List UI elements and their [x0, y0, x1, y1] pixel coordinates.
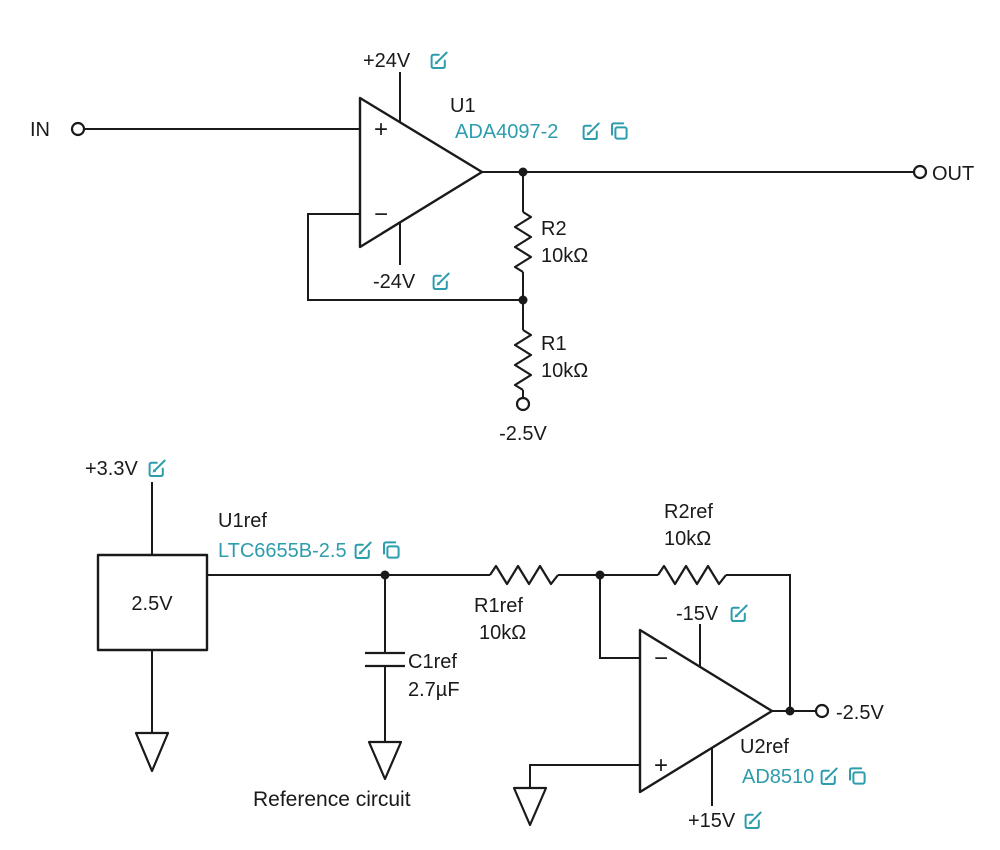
resistor-r1ref — [489, 564, 559, 586]
r2ref-value-label: 10kΩ — [664, 528, 711, 550]
opamp-u1-plus-sign: + — [374, 116, 388, 143]
r1-refdes-label: R1 — [541, 333, 567, 355]
ref-output-label: -2.5V — [836, 702, 884, 724]
edit-icon[interactable] — [730, 604, 748, 622]
u1-part-link[interactable]: ADA4097-2 — [455, 121, 558, 143]
main-amplifier-circuit: + − +24V -24V U1 ADA4097-2 IN OUT R2 10k… — [30, 50, 974, 445]
u2ref-part-link[interactable]: AD8510 — [742, 766, 814, 788]
u1ref-refdes-label: U1ref — [218, 510, 267, 532]
u2ref-vpos-label: +15V — [688, 810, 736, 832]
neg-ref-terminal — [515, 396, 531, 412]
ref-supply-label: +3.3V — [85, 458, 138, 480]
copy-icon[interactable] — [611, 122, 628, 140]
reference-circuit-caption: Reference circuit — [253, 788, 411, 811]
input-label: IN — [30, 119, 50, 141]
ground-symbol — [367, 740, 403, 781]
opamp-u1-minus-sign: − — [374, 201, 388, 228]
c1ref-value-label: 2.7µF — [408, 679, 460, 701]
r2-refdes-label: R2 — [541, 218, 567, 240]
ground-symbol — [512, 786, 548, 827]
opamp-u2ref-plus-sign: + — [654, 752, 668, 779]
input-terminal — [70, 121, 86, 137]
u2ref-refdes-label: U2ref — [740, 736, 789, 758]
ground-symbol — [134, 731, 170, 773]
u1-vpos-label: +24V — [363, 50, 411, 72]
u1ref-part-link[interactable]: LTC6655B-2.5 — [218, 540, 347, 562]
output-terminal — [912, 164, 928, 180]
junction-dot — [380, 570, 390, 580]
wire — [151, 482, 816, 806]
resistor-r2ref — [657, 564, 727, 586]
u1-refdes-label: U1 — [450, 95, 476, 117]
vref-box-u1ref — [96, 553, 209, 652]
output-label: OUT — [932, 163, 974, 185]
opamp-u1-body — [358, 96, 484, 249]
edit-icon[interactable] — [354, 541, 372, 559]
r2ref-refdes-label: R2ref — [664, 501, 713, 523]
c1ref-refdes-label: C1ref — [408, 651, 457, 673]
edit-icon[interactable] — [432, 272, 450, 290]
r2-value-label: 10kΩ — [541, 245, 588, 267]
r1ref-refdes-label: R1ref — [474, 595, 523, 617]
r1-value-label: 10kΩ — [541, 360, 588, 382]
neg-ref-label: -2.5V — [499, 423, 547, 445]
junction-dot — [518, 295, 528, 305]
capacitor-c1ref — [365, 651, 405, 668]
u2ref-vneg-label: -15V — [676, 603, 719, 625]
resistor-r2 — [513, 211, 533, 273]
resistor-r1 — [513, 329, 533, 391]
copy-icon[interactable] — [383, 541, 400, 559]
edit-icon[interactable] — [148, 459, 166, 477]
r1ref-value-label: 10kΩ — [479, 622, 526, 644]
junction-dot — [595, 570, 605, 580]
vref-box-label: 2.5V — [131, 593, 173, 615]
edit-icon[interactable] — [744, 811, 762, 829]
reference-circuit: +3.3V 2.5V U1ref LTC6655B-2.5 C1ref 2.7µ… — [85, 458, 884, 832]
opamp-u2ref-minus-sign: − — [654, 645, 668, 672]
copy-icon[interactable] — [849, 767, 866, 785]
junction-dot — [785, 706, 795, 716]
ref-output-terminal — [814, 703, 830, 719]
edit-icon[interactable] — [582, 122, 600, 140]
junction-dot — [518, 167, 528, 177]
u1-vneg-label: -24V — [373, 271, 416, 293]
opamp-u2ref-body — [638, 628, 774, 794]
edit-icon[interactable] — [820, 767, 838, 785]
edit-icon[interactable] — [430, 51, 448, 69]
